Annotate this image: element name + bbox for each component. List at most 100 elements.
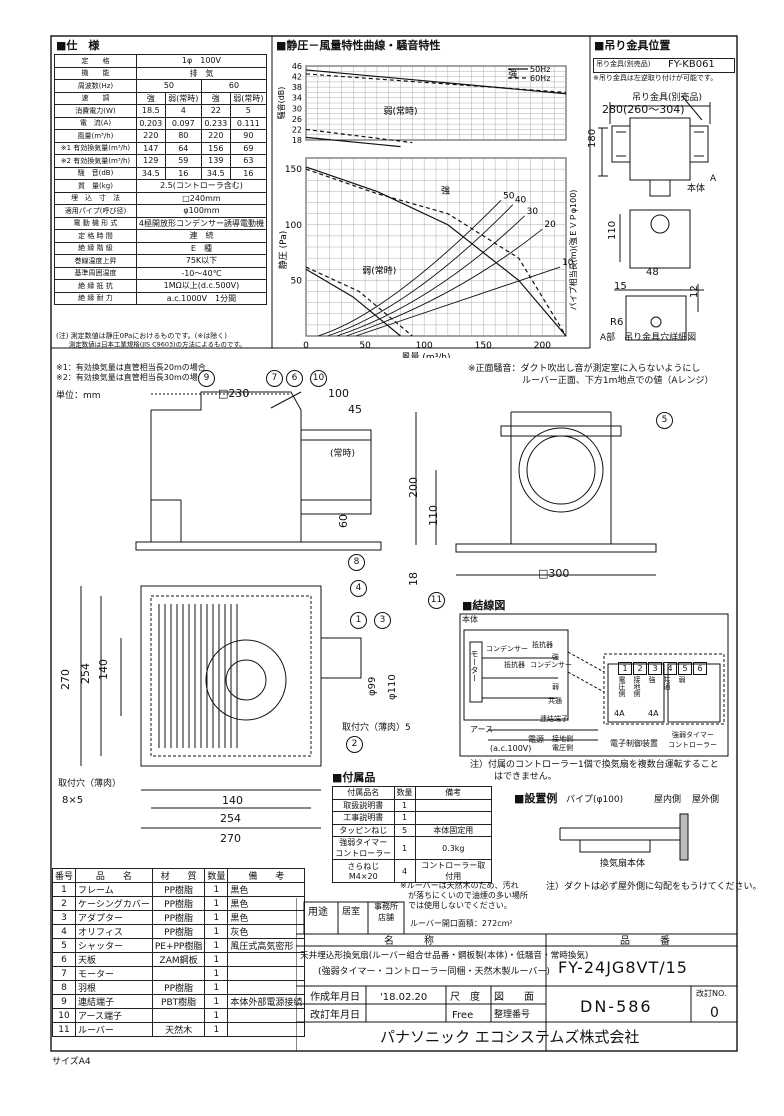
hanger-dim-110: 110 [607, 220, 618, 240]
callout-7: 7 [266, 370, 283, 387]
parts-cell: 風圧式高気密形 [227, 938, 306, 953]
wiring-volt-line: 電圧側 [552, 744, 573, 752]
noise-strong-label: 強 [508, 68, 517, 80]
parts-cell [151, 1008, 206, 1023]
wiring-timer-label-2: コントローラー [668, 741, 717, 749]
plan-dim-270-v: 270 [59, 669, 72, 690]
wiring-capacitor: コンデンサー [486, 645, 528, 653]
parts-cell: 9 [51, 994, 77, 1009]
accessories-cell: さらねじM4×20 [332, 859, 395, 883]
spec-value: 弱(常時) [229, 91, 268, 105]
parts-cell: アダプター [75, 910, 153, 925]
spec-note-2: 測定数値は日本工業規格(JIS C9603)の方法によるものです。 [56, 341, 246, 349]
parts-cell: 1 [204, 980, 229, 995]
wiring-power: 電源 [528, 735, 544, 744]
footnote-2: ※2：有効換気量は直管相当長30mの場合 [56, 373, 206, 382]
parts-cell [227, 980, 306, 995]
name-line-1: 天井埋込形換気扇(ルーバー組合せ品番・鋼板製(本体)・低騒音・常時換気) [300, 951, 589, 961]
hanger-note: ※吊り金具は左逆取り付けが可能です。 [593, 74, 718, 82]
parts-cell: 8 [51, 980, 77, 995]
x-tick-label: 200 [534, 341, 551, 351]
parts-cell: 本体外部電源接続 [227, 994, 306, 1009]
spec-note-1: (注) 測定数値は静圧0Paにおけるものです。(※は除く) [56, 332, 227, 340]
accessories-cell: 0.3kg [414, 836, 493, 860]
wiring-ctrl-label: 電子制御装置 [610, 739, 658, 748]
spec-value: □240mm [135, 191, 268, 205]
spec-value: 139 [200, 154, 231, 168]
spec-value: 4 [164, 104, 202, 118]
spec-row: 埋 込 寸 法□240mm [54, 191, 268, 205]
pipe-length-label-30: 30 [527, 207, 539, 217]
terminal-6: 6 [693, 662, 707, 675]
accessories-cell: 1 [393, 811, 416, 825]
parts-cell: 1 [51, 882, 77, 897]
hanger-a: A [710, 174, 717, 184]
wiring-diagram [459, 613, 729, 757]
spec-value: -10〜40℃ [135, 266, 268, 280]
spec-value: 排 気 [135, 66, 268, 80]
spec-value: 5 [229, 104, 268, 118]
spec-value: 連 続 [135, 229, 268, 243]
louver-note: ※ルーバーは天然木のため、汚れ [400, 881, 519, 890]
pressure-tick-label: 150 [285, 165, 302, 175]
spec-value: 1φ 100V [135, 54, 268, 68]
accessories-header-cell: 付属品名 [332, 786, 395, 800]
accessories-cell: タッピンねじ [332, 823, 395, 837]
pressure-strong-label: 強 [441, 185, 450, 197]
parts-cell: PP樹脂 [151, 980, 206, 995]
spec-row: 機 能排 気 [54, 66, 268, 80]
spec-label: 質 量(kg) [54, 179, 137, 193]
install-body: 換気扇本体 [600, 859, 646, 869]
noise-tick-label: 46 [292, 62, 302, 71]
front-dim-200: 200 [407, 477, 420, 498]
mgmt-label: 整理番号 [494, 1010, 531, 1020]
wiring-earth: アース [470, 725, 494, 734]
parts-cell: 1 [204, 924, 229, 939]
parts-cell: 7 [51, 966, 77, 981]
hanger-dim-48: 48 [646, 267, 659, 278]
pipe-length-label-40: 40 [515, 196, 527, 206]
x-tick-label: 100 [416, 341, 433, 351]
drawing-label: 図 面 [494, 992, 534, 1003]
accessories-header-cell: 備考 [414, 786, 493, 800]
accessories-cell: 本体固定用 [414, 823, 493, 837]
accessories-cell: 工事説明書 [332, 811, 395, 825]
parts-cell: オリフィス [75, 924, 153, 939]
hanger-dim-12: 12 [689, 285, 700, 298]
x-tick-label: 150 [475, 341, 492, 351]
hanger-drawing [598, 95, 711, 341]
scale-label: 尺 度 [450, 992, 480, 1003]
noise-axis-label: 騒音(dB) [276, 87, 286, 120]
hanger-model-box: 吊り金具(別売品) FY-KB061 [593, 58, 735, 73]
noise-series-1 [305, 73, 567, 94]
spec-row: 速 調強弱(常時)強弱(常時) [54, 91, 268, 105]
accessories-cell: 強弱タイマー コントローラー [332, 836, 395, 860]
callout-4: 4 [350, 580, 367, 597]
parts-cell: 羽根 [75, 980, 153, 995]
parts-cell: 連結端子 [75, 994, 153, 1009]
accessories-cell: 1 [393, 836, 416, 860]
name-label: 名 称 [384, 936, 434, 947]
parts-cell: PE+PP樹脂 [151, 938, 206, 953]
wiring-motor: モーター [470, 650, 479, 682]
spec-value: 69 [229, 141, 268, 155]
pipe-curve-30 [336, 215, 525, 337]
terminal-label: 接地側 [633, 676, 641, 697]
part-label: 品 番 [620, 936, 670, 947]
spec-value: 34.5 [135, 166, 166, 180]
accessories-cell: 4 [393, 859, 416, 883]
terminal-5: 5 [678, 662, 692, 675]
install-pipe: パイプ(φ100) [566, 795, 624, 805]
spec-label: ※2 有効換気量(m³/h) [54, 154, 137, 168]
spec-value: 0.097 [164, 116, 202, 130]
